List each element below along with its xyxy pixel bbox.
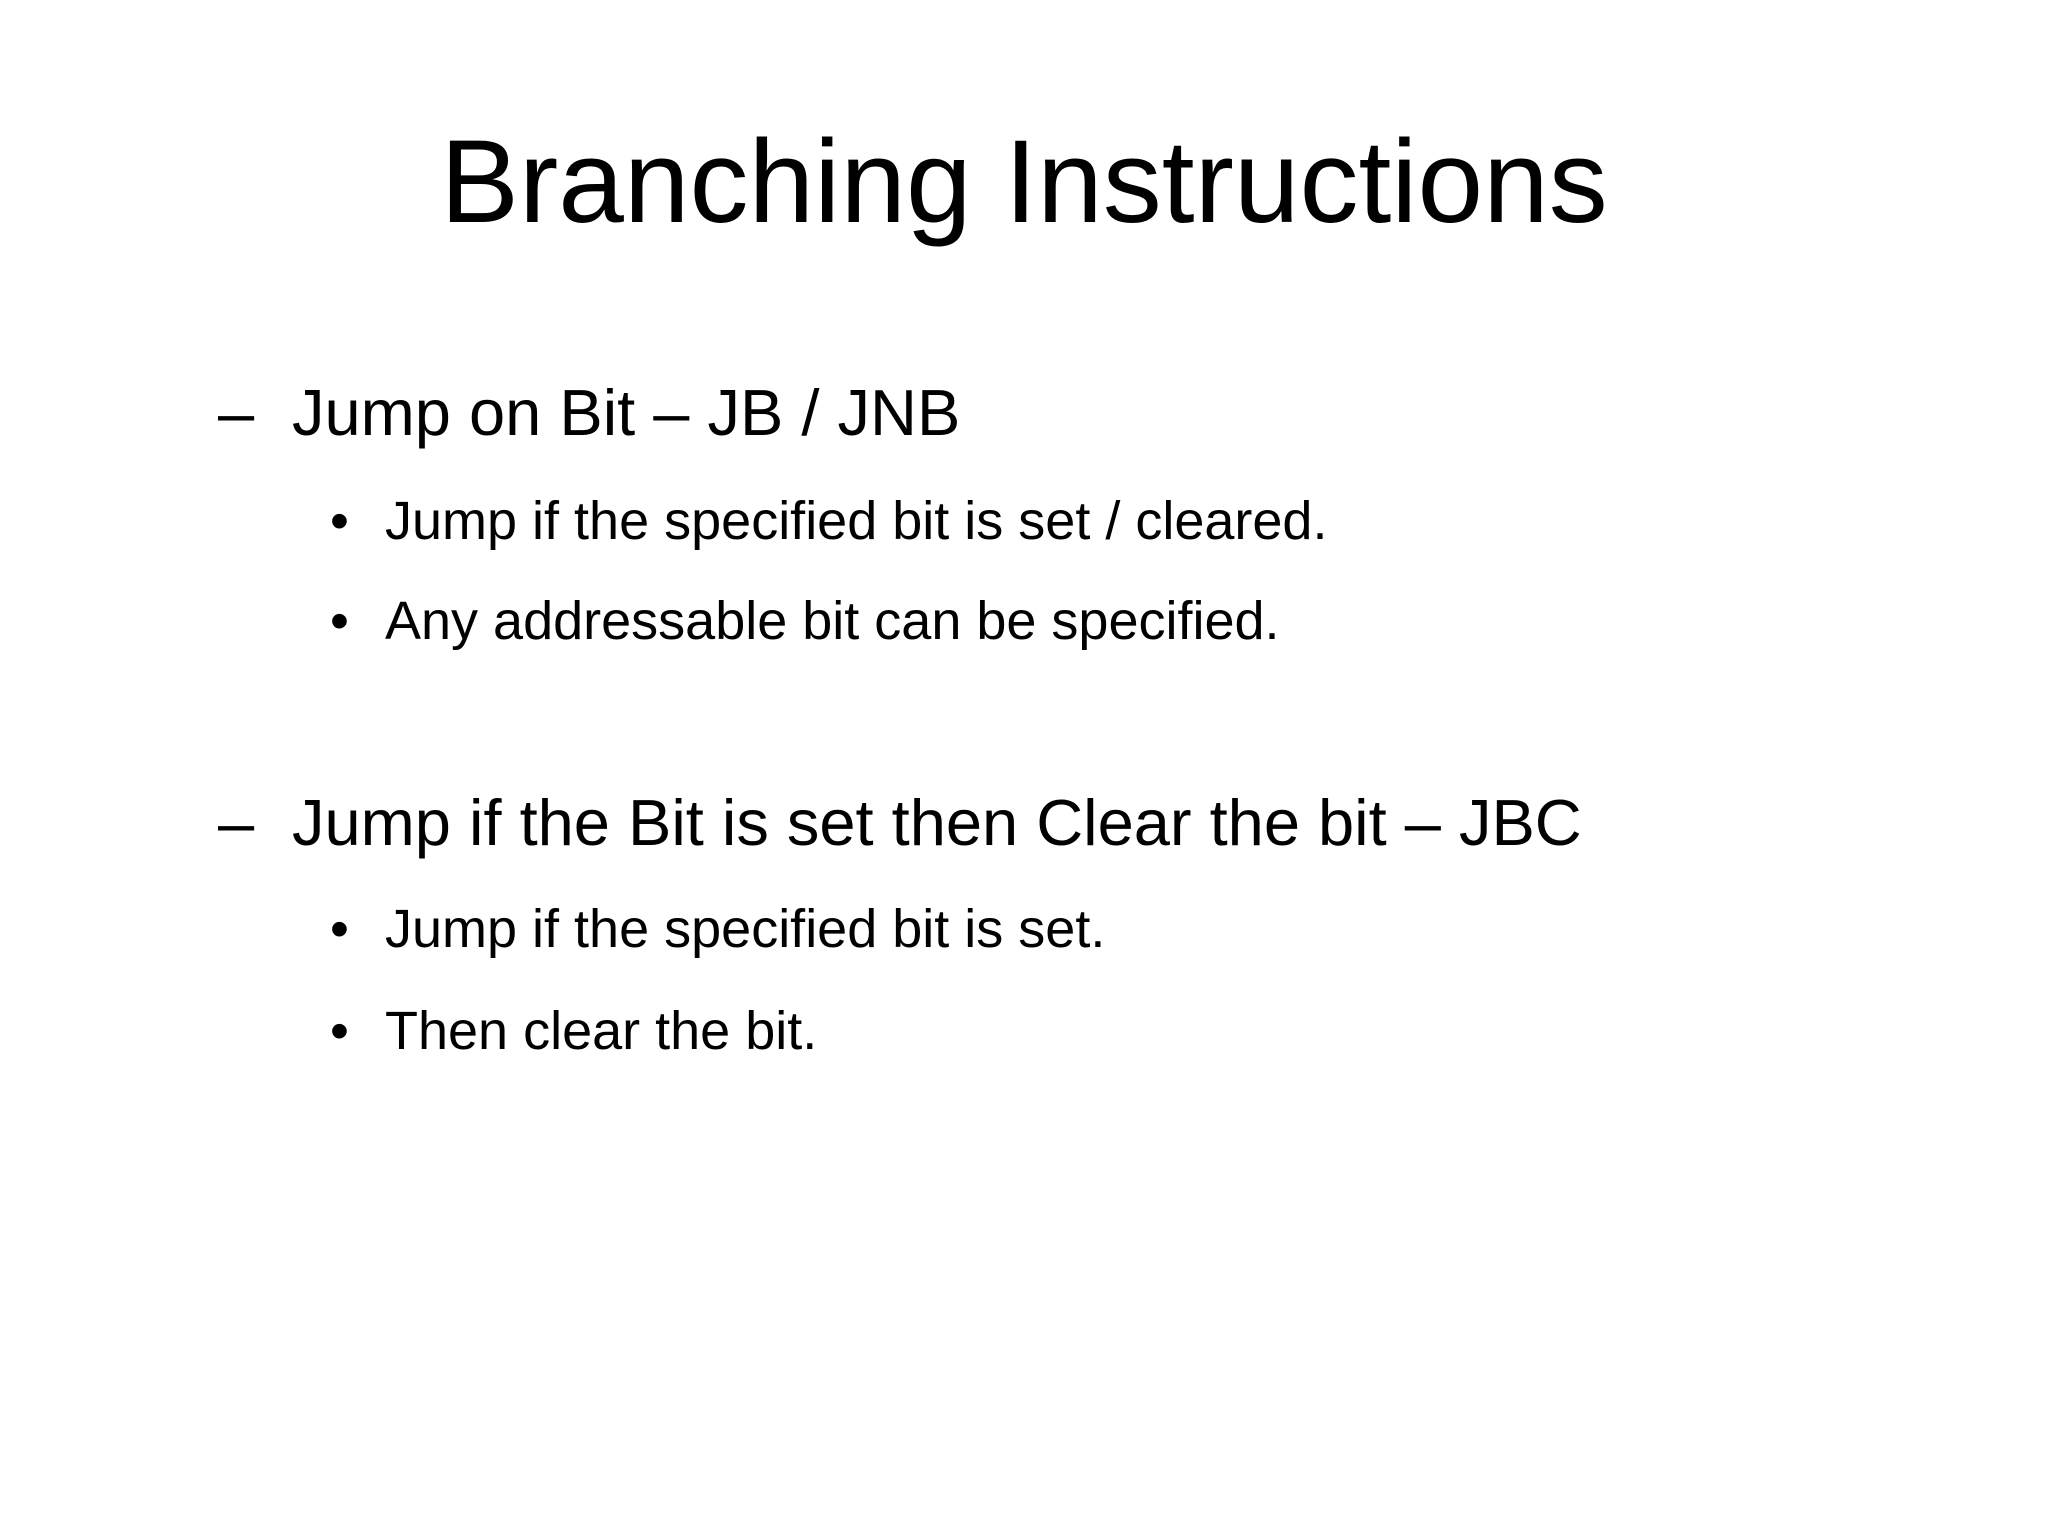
slide-title: Branching Instructions <box>440 116 1608 248</box>
list-dash-marker: – <box>218 376 255 449</box>
section-2-bullet-1: • Jump if the specified bit is set. <box>330 897 1105 962</box>
bullet-text: Jump if the specified bit is set. <box>385 899 1106 959</box>
section-1-bullet-2: • Any addressable bit can be specified. <box>330 589 1280 654</box>
bullet-text: Then clear the bit. <box>385 1001 818 1061</box>
section-2-bullet-2: • Then clear the bit. <box>330 999 817 1064</box>
section-2-heading: – Jump if the Bit is set then Clear the … <box>218 784 1582 862</box>
section-1-heading: – Jump on Bit – JB / JNB <box>218 374 960 452</box>
list-bullet-marker: • <box>330 591 349 651</box>
bullet-text: Jump if the specified bit is set / clear… <box>385 491 1328 551</box>
bullet-text: Any addressable bit can be specified. <box>385 591 1280 651</box>
list-bullet-marker: • <box>330 899 349 959</box>
list-dash-marker: – <box>218 786 255 859</box>
section-heading-text: Jump if the Bit is set then Clear the bi… <box>292 786 1582 859</box>
section-heading-text: Jump on Bit – JB / JNB <box>292 376 961 449</box>
list-bullet-marker: • <box>330 491 349 551</box>
list-bullet-marker: • <box>330 1001 349 1061</box>
section-1-bullet-1: • Jump if the specified bit is set / cle… <box>330 489 1327 554</box>
